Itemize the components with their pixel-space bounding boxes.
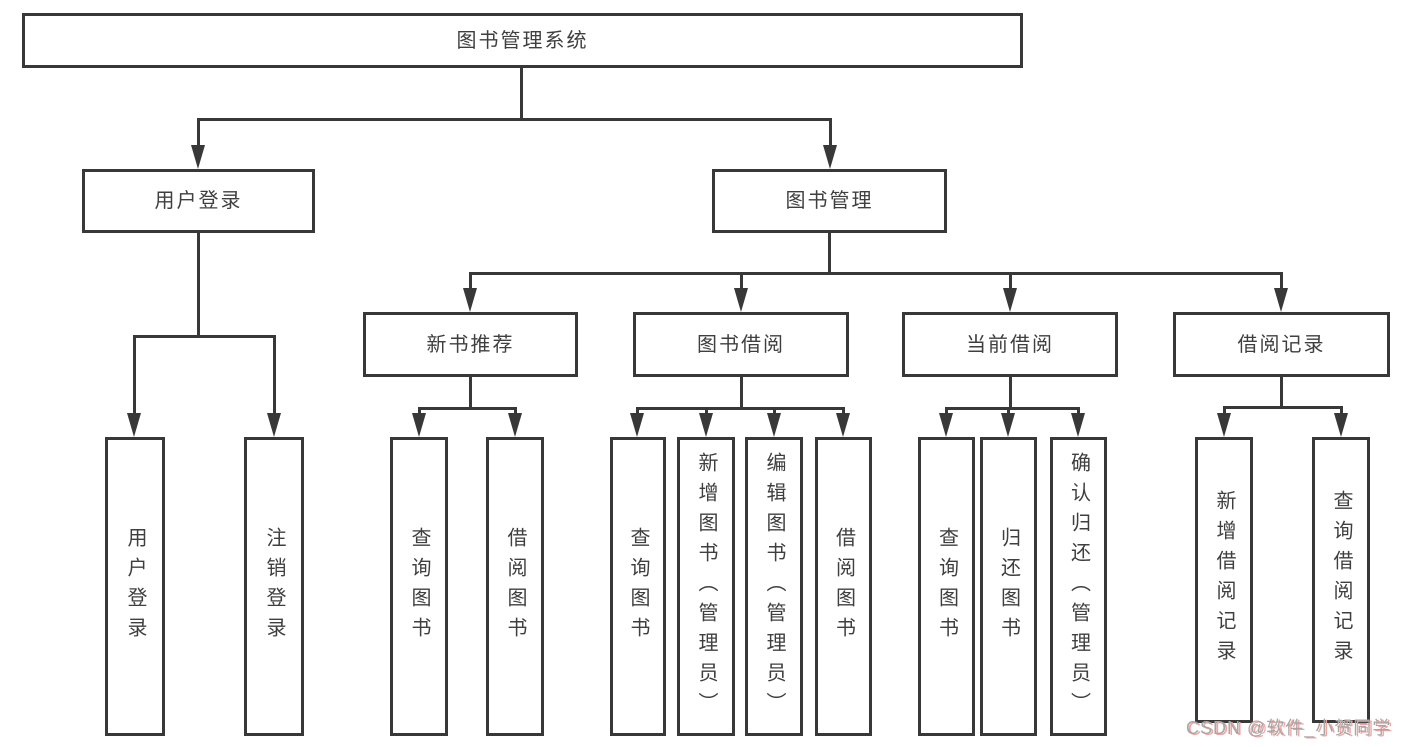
arrowhead-down-icon bbox=[699, 413, 713, 437]
connector-stem bbox=[828, 233, 831, 275]
arrowhead-down-icon bbox=[630, 413, 644, 437]
node-current-borrowing: 当前借阅 bbox=[902, 312, 1118, 377]
connector-drop-line bbox=[1223, 406, 1226, 415]
connector-drop-line bbox=[842, 407, 845, 415]
connector-drop-line bbox=[1340, 406, 1343, 415]
connector-hbar bbox=[418, 407, 517, 410]
connector-drop-line bbox=[418, 407, 421, 415]
node-new-book-recommendation: 新书推荐 bbox=[363, 312, 578, 377]
leaf-query-books: 查询图书 bbox=[918, 437, 975, 736]
connector-level3-hbar bbox=[469, 272, 1283, 275]
connector-stem bbox=[469, 377, 472, 410]
arrowhead-down-icon bbox=[1001, 413, 1015, 437]
leaf-edit-books-admin: 编辑图书（管理员） bbox=[745, 437, 803, 736]
connector-hbar bbox=[133, 335, 276, 338]
connector-drop-line bbox=[469, 272, 472, 288]
arrowhead-down-icon bbox=[767, 413, 781, 437]
connector-drop-line bbox=[514, 407, 517, 415]
connector-root-stem bbox=[520, 67, 523, 121]
leaf-logout: 注销登录 bbox=[244, 437, 304, 736]
arrowhead-down-icon bbox=[1334, 413, 1348, 437]
connector-stem bbox=[1280, 377, 1283, 409]
watermark: CSDN @软件_小贺同学 bbox=[1186, 718, 1392, 738]
connector-drop-line bbox=[1007, 407, 1010, 415]
leaf-user-login: 用户登录 bbox=[105, 437, 165, 736]
connector-drop-line bbox=[740, 272, 743, 288]
leaf-return-books: 归还图书 bbox=[980, 437, 1037, 736]
connector-hbar bbox=[1223, 406, 1343, 409]
connector-stem bbox=[740, 377, 743, 410]
connector-hbar bbox=[945, 407, 1080, 410]
connector-drop-line bbox=[829, 118, 832, 145]
connector-drop-line bbox=[1077, 407, 1080, 415]
node-book-management: 图书管理 bbox=[712, 169, 947, 233]
connector-drop-line bbox=[1009, 272, 1012, 288]
arrowhead-down-icon bbox=[939, 413, 953, 437]
connector-drop-line bbox=[636, 407, 639, 415]
leaf-add-borrow-record: 新增借阅记录 bbox=[1195, 437, 1253, 723]
connector-drop-line bbox=[197, 118, 200, 145]
connector-drop-line bbox=[133, 335, 136, 413]
connector-level2-hbar bbox=[197, 118, 832, 121]
connector-drop-line bbox=[945, 407, 948, 415]
node-book-borrowing: 图书借阅 bbox=[633, 312, 849, 377]
arrowhead-down-icon bbox=[412, 413, 426, 437]
leaf-confirm-return-admin: 确认归还（管理员） bbox=[1050, 437, 1107, 736]
arrowhead-down-icon bbox=[267, 413, 281, 437]
arrowhead-down-icon bbox=[127, 413, 141, 437]
arrowhead-down-icon bbox=[1003, 288, 1017, 312]
leaf-query-books: 查询图书 bbox=[610, 437, 666, 736]
leaf-borrow-books: 借阅图书 bbox=[815, 437, 872, 736]
node-library-management-system: 图书管理系统 bbox=[22, 13, 1023, 68]
connector-drop-line bbox=[773, 407, 776, 415]
node-borrowing-records: 借阅记录 bbox=[1173, 312, 1390, 377]
arrowhead-down-icon bbox=[463, 288, 477, 312]
arrowhead-down-icon bbox=[734, 288, 748, 312]
leaf-query-books: 查询图书 bbox=[390, 437, 448, 736]
leaf-borrow-books: 借阅图书 bbox=[486, 437, 544, 736]
leaf-add-books-admin: 新增图书（管理员） bbox=[677, 437, 735, 736]
connector-hbar bbox=[636, 407, 845, 410]
connector-drop-line bbox=[1280, 272, 1283, 288]
arrowhead-down-icon bbox=[823, 145, 837, 169]
connector-drop-line bbox=[705, 407, 708, 415]
arrowhead-down-icon bbox=[1217, 413, 1231, 437]
arrowhead-down-icon bbox=[836, 413, 850, 437]
leaf-query-borrow-record: 查询借阅记录 bbox=[1312, 437, 1370, 723]
arrowhead-down-icon bbox=[1071, 413, 1085, 437]
node-user-login: 用户登录 bbox=[82, 169, 315, 233]
arrowhead-down-icon bbox=[508, 413, 522, 437]
connector-drop-line bbox=[273, 335, 276, 413]
connector-stem bbox=[197, 233, 200, 338]
arrowhead-down-icon bbox=[1274, 288, 1288, 312]
connector-stem bbox=[1009, 377, 1012, 410]
arrowhead-down-icon bbox=[191, 145, 205, 169]
